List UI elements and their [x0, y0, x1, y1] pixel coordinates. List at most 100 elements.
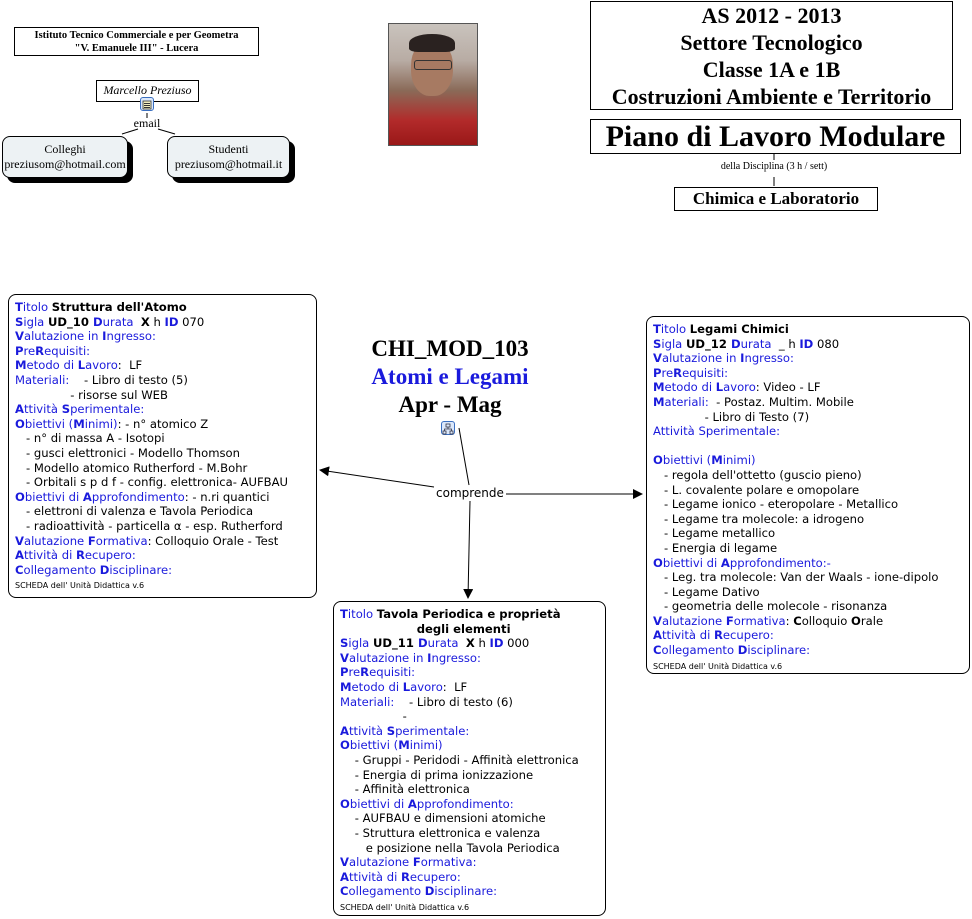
card-line: Attività Sperimentale: [340, 724, 605, 739]
card-text: h [149, 314, 165, 329]
contact-label: Studenti [208, 142, 249, 156]
card-text: C [793, 613, 802, 628]
card-text: P [15, 343, 24, 358]
card-text: : [785, 613, 794, 628]
card-text: Legami Chimici [689, 322, 789, 336]
card-text: ID [489, 636, 504, 651]
card-text: ttività di [348, 869, 401, 884]
card-text: e posizione nella Tavola Periodica [340, 840, 560, 855]
card-text: A [15, 548, 24, 563]
card-text: h [474, 636, 490, 651]
card-line: Materiali: - Libro di testo (6) [340, 695, 605, 710]
card-text: ateriali: [664, 394, 709, 409]
course: Costruzioni Ambiente e Territorio [611, 84, 932, 109]
card-ud11[interactable]: Titolo Tavola Periodica e proprietà degl… [333, 601, 606, 916]
card-text: 070 [178, 314, 205, 329]
card-text: itolo [347, 607, 377, 621]
card-text: isciplinare: [434, 884, 498, 899]
card-text: O [15, 416, 25, 431]
card-line: - Energia di legame [653, 541, 969, 556]
card-line: - AUFBAU e dimensioni atomiche [340, 811, 605, 826]
card-line: - Affinità elettronica [340, 782, 605, 797]
contact-email[interactable]: preziusom@hotmail.com [4, 157, 126, 171]
card-text: - Energia di prima ionizzazione [340, 767, 534, 782]
card-text: - Leg. tra molecole: Van der Waals - ion… [653, 570, 939, 585]
card-text: - gusci elettronici - Modello Thomson [15, 445, 240, 460]
card-text: perimentale: [70, 402, 145, 417]
card-text: : Colloquio Orale - Test [147, 533, 279, 548]
card-text: - Legame tra molecole: a idrogeno [653, 511, 865, 526]
card-line: - elettroni di valenza e Tavola Periodic… [15, 504, 316, 519]
card-text: A [720, 555, 730, 570]
card-text: - Postaz. Multim. Mobile [708, 394, 854, 409]
card-text: V [653, 351, 662, 366]
card-text: R [673, 365, 683, 380]
card-text: - AUFBAU e dimensioni atomiche [340, 811, 546, 826]
card-text: R [360, 665, 370, 680]
card-line: - L. covalente polare e omopolare [653, 483, 969, 498]
card-text: R [400, 869, 410, 884]
card-text: alutazione in [661, 351, 741, 366]
contact-email[interactable]: preziusom@hotmail.it [174, 157, 283, 171]
card-text: F [412, 855, 421, 870]
card-text: ttività di [661, 628, 714, 643]
card-text: ngresso: [431, 650, 481, 665]
contact-studenti[interactable]: Studenti preziusom@hotmail.it [167, 136, 290, 178]
card-line: PreRequisiti: [653, 366, 969, 381]
sector: Settore Tecnologico [680, 30, 863, 55]
card-text: isciplinare: [747, 643, 811, 658]
card-text: rale [860, 613, 884, 628]
contact-label: Colleghi [44, 142, 86, 156]
card-text: biettivi ( [662, 453, 712, 468]
card-line: Obiettivi di Approfondimento: [340, 797, 605, 812]
card-footer: SCHEDA dell' Unità Didattica v.6 [340, 902, 470, 912]
card-text: - radioattività - particella α - esp. Ru… [15, 518, 283, 533]
card-text: - Affinità elettronica [340, 782, 470, 797]
card-text: ecupero: [722, 628, 774, 643]
card-line: Sigla UD_10 Durata X h ID 070 [15, 315, 316, 330]
card-footer: SCHEDA dell' Unità Didattica v.6 [653, 661, 783, 671]
card-line: SCHEDA dell' Unità Didattica v.6 [15, 577, 316, 592]
card-text: A [653, 628, 662, 643]
card-line: - risorse sul WEB [15, 388, 316, 403]
card-line: - [340, 709, 605, 724]
card-text: igla [348, 636, 373, 651]
card-text: inimi) [722, 453, 756, 468]
relation-label: comprende [435, 486, 505, 500]
card-text: R [35, 343, 45, 358]
card-text: C [15, 562, 24, 577]
card-text: inimi) [84, 416, 118, 431]
card-text: etodo di [664, 380, 716, 395]
card-text: M [653, 394, 665, 409]
card-line: - Orbitali s p d f - config. elettronica… [15, 475, 316, 490]
card-text: ecupero: [84, 548, 136, 563]
card-text: O [653, 453, 663, 468]
card-text: R [713, 628, 723, 643]
card-text: - L. covalente polare e omopolare [653, 482, 860, 497]
card-text: avoro [723, 380, 756, 395]
card-line: Titolo Legami Chimici [653, 322, 969, 337]
card-text: - Legame Dativo [653, 584, 760, 599]
card-text: D [737, 643, 748, 658]
card-text: A [340, 723, 349, 738]
card-text: 080 [813, 336, 840, 351]
card-line: Obiettivi (Minimi) [653, 453, 969, 468]
card-text: - Legame ionico - eteropolare - Metallic… [653, 497, 899, 512]
plan-title: Piano di Lavoro Modulare [590, 119, 961, 154]
card-text: ormativa [95, 533, 148, 548]
submap-icon[interactable] [441, 421, 455, 435]
contact-colleghi[interactable]: Colleghi preziusom@hotmail.com [2, 136, 128, 178]
card-line: - Struttura elettronica e valenza [340, 826, 605, 841]
card-line: PreRequisiti: [15, 344, 316, 359]
card-text: S [653, 336, 662, 351]
card-text: biettivi ( [24, 416, 74, 431]
notes-icon[interactable] [140, 97, 154, 111]
card-line: - Legame ionico - eteropolare - Metallic… [653, 497, 969, 512]
card-text: igla [23, 314, 48, 329]
card-text: ttività di [23, 548, 76, 563]
card-text: : LF [117, 358, 143, 373]
card-text: isciplinare: [109, 562, 173, 577]
card-line: - n° di massa A - Isotopi [15, 431, 316, 446]
